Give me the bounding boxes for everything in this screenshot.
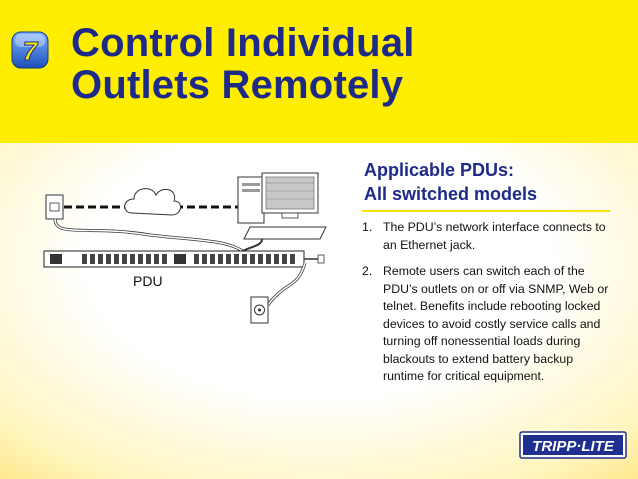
heading-line-1: Applicable PDUs: (364, 160, 515, 180)
list-item-text: Remote users can switch each of the PDU’… (383, 264, 609, 383)
title-banner (0, 0, 638, 143)
computer-icon (237, 172, 327, 240)
list-item-number: 1. (362, 220, 373, 234)
title-line-1: Control Individual (71, 21, 415, 65)
page-title: Control Individual Outlets Remotely (71, 22, 415, 106)
wall-jack-icon (45, 194, 64, 220)
list-item: 1. The PDU’s network interface connects … (362, 219, 617, 254)
ethernet-cable (53, 218, 249, 257)
slide-number: 7 (23, 36, 39, 66)
applicable-pdus-heading: Applicable PDUs: All switched models (364, 158, 537, 206)
title-line-2: Outlets Remotely (71, 63, 404, 107)
feature-list: 1. The PDU’s network interface connects … (362, 219, 617, 395)
list-item-text: The PDU’s network interface connects to … (383, 220, 606, 252)
slide-number-badge: 7 (11, 31, 49, 69)
network-diagram (43, 172, 327, 324)
list-item-number: 2. (362, 264, 373, 278)
list-item: 2. Remote users can switch each of the P… (362, 263, 617, 386)
tripp-lite-logo: TRIPP·LITE (519, 431, 627, 459)
power-outlet-icon (250, 296, 269, 324)
cloud-icon (124, 188, 181, 216)
pdu-strip-icon (43, 250, 325, 268)
content-background (0, 143, 638, 479)
logo-text: TRIPP·LITE (532, 438, 615, 455)
heading-divider (362, 210, 610, 212)
heading-line-2: All switched models (364, 184, 538, 204)
pdu-label: PDU (133, 273, 163, 289)
